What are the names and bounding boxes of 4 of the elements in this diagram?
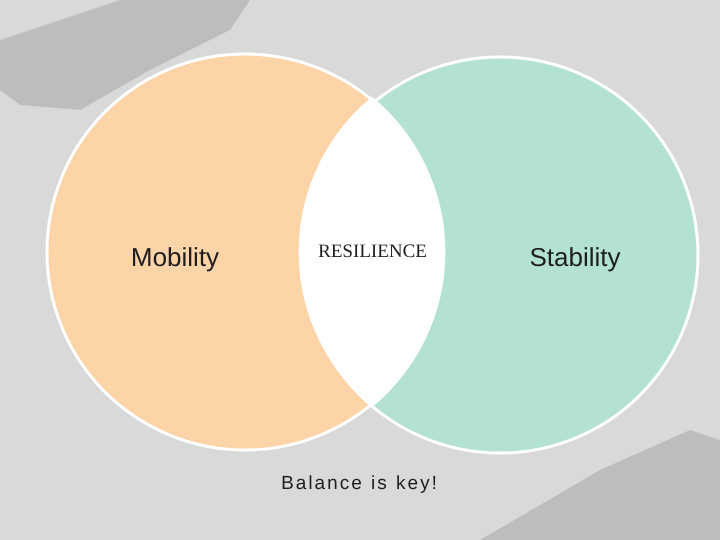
circle-label: RESILIENCE bbox=[317, 240, 428, 264]
caption: Balance is key! bbox=[280, 472, 440, 496]
circle-label: Mobility bbox=[130, 241, 220, 274]
circle-label: Stability bbox=[528, 241, 622, 274]
